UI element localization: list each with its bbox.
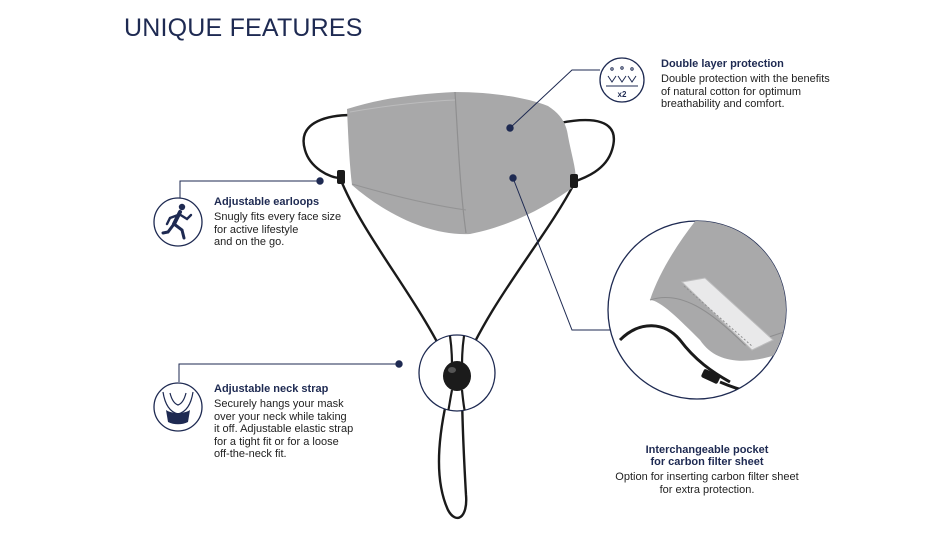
- filter-pocket-title-line1: Interchangeable pocket: [645, 444, 769, 456]
- earloops-description: Snugly fits every face size for active l…: [214, 211, 342, 248]
- cord-stopper-detail: [418, 334, 496, 412]
- feature-earloops: Adjustable earloops Snugly fits every fa…: [214, 196, 394, 249]
- double-layer-icon: x2: [599, 57, 645, 103]
- filter-pocket-detail: [607, 220, 787, 400]
- neck-strap-icon: [153, 382, 203, 432]
- neck-strap-description: Securely hangs your mask over your neck …: [214, 398, 354, 460]
- feature-filter-pocket: Interchangeable pocket for carbon filter…: [597, 444, 817, 496]
- mask-body: [337, 91, 578, 235]
- double-layer-description: Double protection with the benefits of n…: [661, 73, 830, 110]
- double-layer-badge: x2: [618, 90, 627, 99]
- filter-pocket-description: Option for inserting carbon filter sheet…: [615, 471, 799, 496]
- earloops-title: Adjustable earloops: [214, 196, 320, 208]
- callout-lines: [178, 69, 616, 382]
- double-layer-title: Double layer protection: [661, 58, 784, 70]
- runner-icon: [153, 197, 203, 247]
- feature-neck-strap: Adjustable neck strap Securely hangs you…: [214, 383, 404, 461]
- filter-pocket-title-line2: for carbon filter sheet: [650, 456, 764, 468]
- neck-strap-title: Adjustable neck strap: [214, 383, 329, 395]
- page-title: UNIQUE FEATURES: [124, 14, 363, 42]
- feature-double-layer: Double layer protection Double protectio…: [661, 58, 861, 111]
